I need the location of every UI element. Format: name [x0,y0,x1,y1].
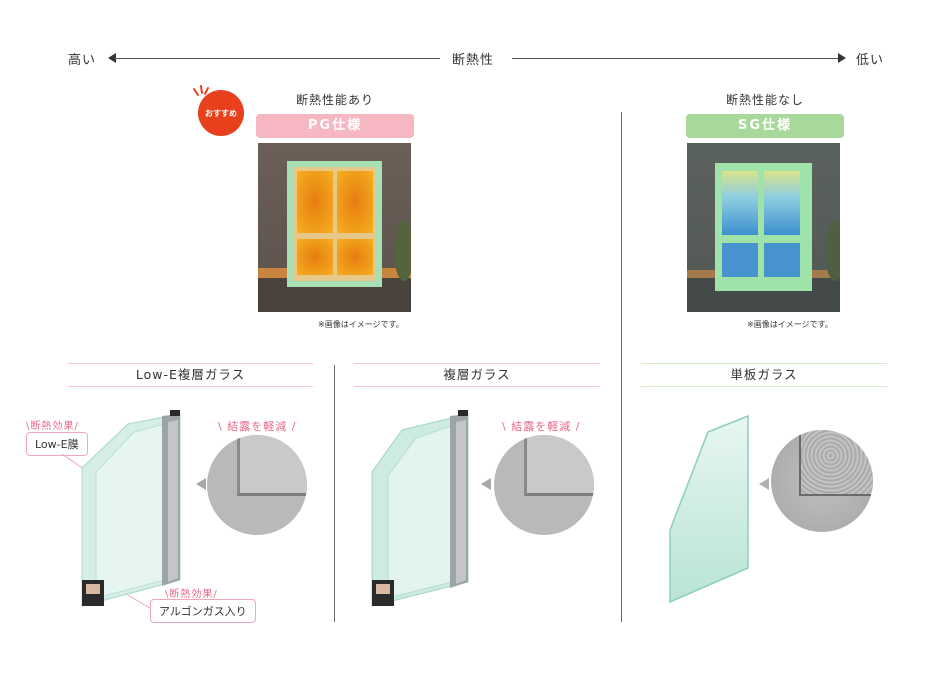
arrow-left-icon [108,53,116,63]
pg-spec-label: PG仕様 [256,114,414,138]
recommended-badge-label: おすすめ [205,108,237,118]
sg-caption: 断熱性能なし [725,93,804,107]
double-glass-illustration [371,410,469,607]
lowe-zoom-pointer-icon [196,478,206,490]
single-zoom-pointer-icon [759,478,769,490]
argon-gas-label: アルゴンガス入り [150,599,256,623]
axis-high-label: 高い [68,53,97,68]
lowe-condensation-tag: \ 結露を軽減 / [218,420,297,433]
lowe-condensation-closeup [207,435,307,535]
divider-glass [334,365,335,622]
pg-image-note: ※画像はイメージです。 [318,320,404,329]
double-glass-title: 複層ガラス [354,363,600,387]
arrow-right-icon [838,53,846,63]
sg-window-image [687,143,840,312]
single-glass-title: 単板ガラス [641,363,887,387]
pg-caption: 断熱性能あり [295,93,374,107]
axis-title: 断熱性 [452,53,495,68]
axis-line-left [114,58,440,59]
lowe-glass-title: Low-E複層ガラス [68,363,313,387]
badge-burst-icon [190,84,212,98]
lowe-effect-tag-top: \断熱効果/ [26,421,79,432]
axis-low-label: 低い [856,53,885,68]
divider-sg [621,112,622,622]
plant-icon [394,221,411,281]
lowe-film-label: Low-E膜 [26,432,88,456]
lowe-glass-illustration [81,410,181,607]
sg-spec-label: SG仕様 [686,114,844,138]
lowe-effect-tag-bottom: \断熱効果/ [165,589,218,600]
plant-icon [825,221,840,281]
single-condensation-closeup [771,430,873,532]
axis-line-right [512,58,840,59]
recommended-badge: おすすめ [198,90,244,136]
sg-image-note: ※画像はイメージです。 [747,320,833,329]
pg-window-image [258,143,411,312]
double-condensation-tag: \ 結露を軽減 / [502,420,581,433]
double-zoom-pointer-icon [481,478,491,490]
single-glass-illustration [669,414,749,604]
double-condensation-closeup [494,435,594,535]
